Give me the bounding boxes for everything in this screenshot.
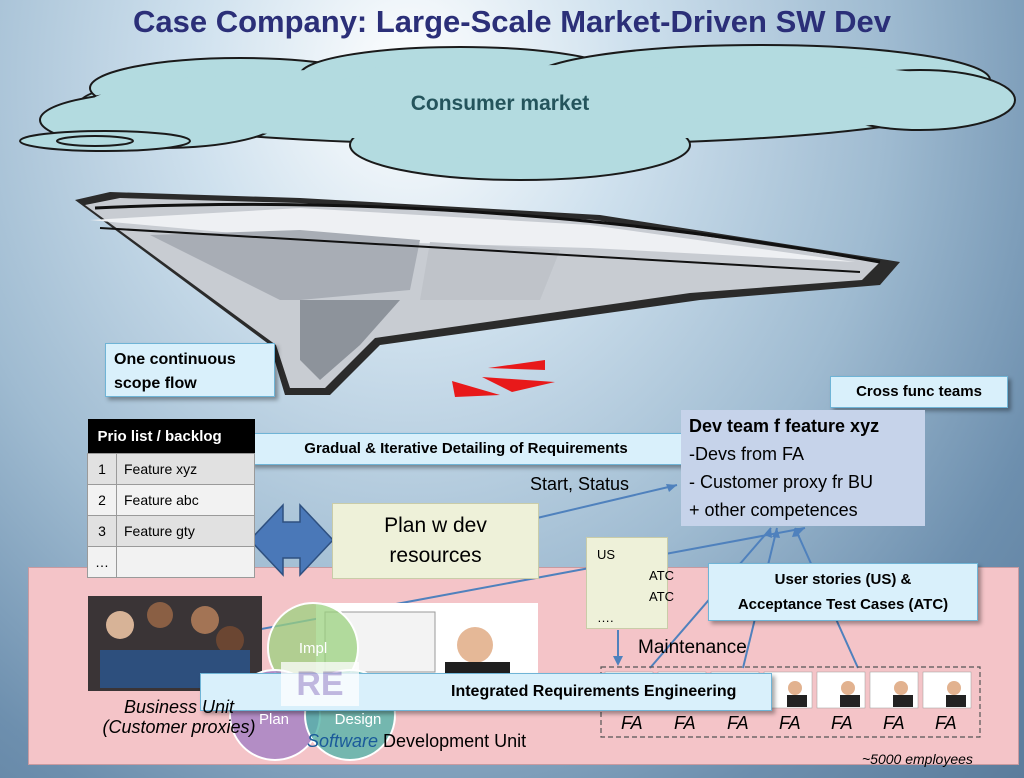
table-row: 2 Feature abc [88, 485, 255, 516]
table-row: 3 Feature gty [88, 516, 255, 547]
user-stories-callout: User stories (US) & Acceptance Test Case… [708, 563, 978, 621]
business-unit-label: Business Unit (Customer proxies) [84, 697, 274, 737]
double-arrow-shape [250, 505, 333, 575]
fa-label: FA [883, 713, 905, 734]
user-stories-line2: Acceptance Test Cases (ATC) [709, 592, 977, 617]
maintenance-label: Maintenance [638, 637, 747, 659]
fa-label: FA [779, 713, 801, 734]
venn-re-label: RE [281, 662, 359, 706]
fa-label: FA [935, 713, 957, 734]
dev-team-line1: -Devs from FA [689, 440, 917, 468]
fa-label: FA [727, 713, 749, 734]
software-unit-label: Software Development Unit [307, 731, 526, 752]
gradual-detailing-callout: Gradual & Iterative Detailing of Require… [250, 433, 682, 465]
employees-label: ~5000 employees [862, 751, 973, 767]
cloud-label: Consumer market [340, 92, 660, 116]
fa-label: FA [674, 713, 696, 734]
cross-func-callout: Cross func teams [830, 376, 1008, 408]
plan-resources-box: Plan w dev resources [332, 503, 539, 579]
dev-team-title: Dev team f feature xyz [689, 412, 917, 440]
fa-label: FA [621, 713, 643, 734]
dev-team-line2: - Customer proxy fr BU [689, 468, 917, 496]
dev-team-line3: + other competences [689, 496, 917, 524]
venn-impl-label: Impl [293, 640, 333, 657]
fa-label: FA [831, 713, 853, 734]
user-stories-line1: User stories (US) & [709, 567, 977, 592]
us-atc-box: US ATC ATC …. [586, 537, 668, 629]
table-row: 1 Feature xyz [88, 454, 255, 485]
red-flow-arrows [452, 360, 555, 397]
dev-team-box: Dev team f feature xyz -Devs from FA - C… [681, 410, 925, 526]
scope-flow-callout: One continuous scope flow [105, 343, 275, 397]
venn-design-label: Design [330, 711, 386, 728]
backlog-header: Prio list / backlog [88, 419, 255, 454]
page-title: Case Company: Large-Scale Market-Driven … [0, 4, 1024, 40]
plan-line1: Plan w dev [384, 511, 487, 541]
start-status-label: Start, Status [530, 474, 629, 495]
plan-line2: resources [384, 541, 487, 571]
venn-plan-label: Plan [252, 711, 296, 728]
backlog-table: Prio list / backlog 1 Feature xyz 2 Feat… [87, 419, 255, 578]
table-row: … [88, 547, 255, 578]
